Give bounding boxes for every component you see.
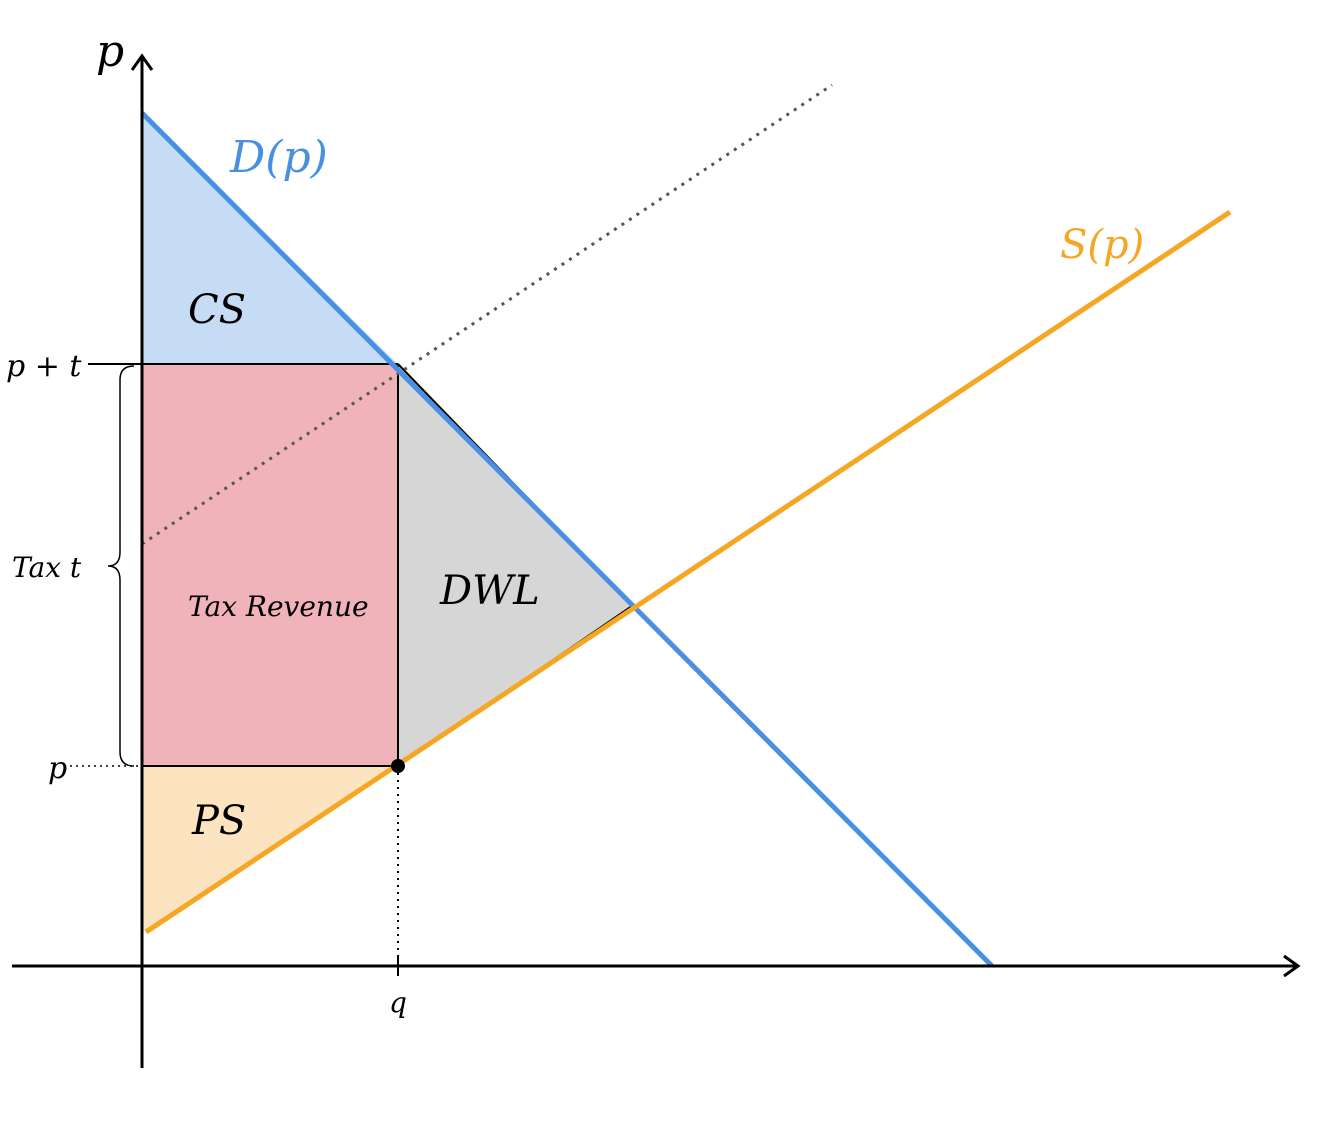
shifted-supply-line (141, 83, 833, 546)
taxed-equilibrium-point (391, 759, 405, 773)
supply-label: S(p) (1060, 222, 1144, 268)
price-plus-tax-tick-label: p + t (6, 349, 82, 384)
producer-surplus-label: PS (191, 798, 246, 844)
demand-curve (140, 111, 994, 968)
price-tick-label: p (48, 751, 67, 786)
quantity-tick-label: q (389, 986, 407, 1019)
demand-label: D(p) (229, 132, 328, 183)
deadweight-loss-region (398, 364, 632, 766)
tax-revenue-region (142, 364, 398, 766)
tax-revenue-label: Tax Revenue (188, 590, 369, 623)
y-axis-label: p (96, 26, 124, 77)
tax-brace (107, 365, 135, 767)
x-axis-arrowhead (1283, 954, 1301, 978)
y-axis-arrowhead (130, 53, 154, 71)
consumer-surplus-label: CS (188, 287, 246, 333)
deadweight-loss-label: DWL (439, 568, 540, 614)
supply-curve (144, 209, 1232, 935)
tax-brace-label: Tax t (12, 551, 82, 584)
